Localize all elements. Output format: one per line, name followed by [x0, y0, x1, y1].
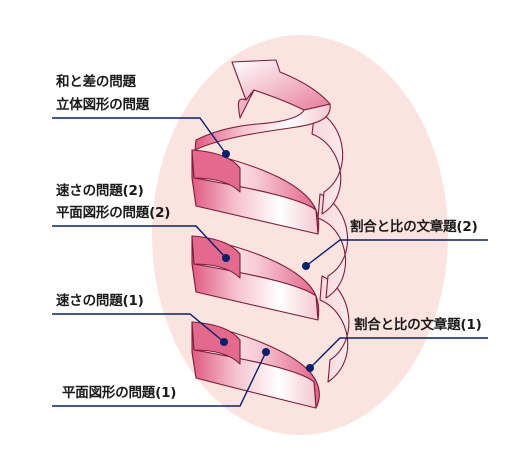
- label-rittai: 立体図形の問題: [56, 97, 150, 113]
- dot-heimen-1: [262, 348, 270, 356]
- dot-wariai-2: [302, 262, 310, 270]
- dot-wariai-1: [306, 364, 314, 372]
- leader-heimen-1: [52, 351, 267, 407]
- leader-wariai-1: [309, 337, 488, 369]
- label-hayasa-1: 速さの問題(1): [56, 293, 144, 309]
- leader-wariai-2: [305, 239, 488, 267]
- ribbon-front-bottom-edge: [191, 321, 241, 365]
- label-wariai-2: 割合と比の文章題(2): [350, 219, 478, 235]
- dot-hayasa-1: [220, 338, 228, 346]
- ribbon-back-1: [319, 275, 350, 383]
- label-heimen-1: 平面図形の問題(1): [62, 385, 177, 401]
- ribbon-front-mid-edge: [191, 235, 241, 279]
- dot-heimen-2: [222, 254, 230, 262]
- ribbon-back-2: [317, 193, 349, 299]
- label-wa-to-sa: 和と差の問題: [56, 74, 136, 90]
- leader-heimen-2: [52, 225, 227, 259]
- label-heimen-2: 平面図形の問題(2): [56, 205, 171, 221]
- marker-dots: [220, 150, 314, 372]
- label-wariai-1: 割合と比の文章題(1): [354, 317, 482, 333]
- dot-rittai: [222, 150, 230, 158]
- leader-lines: [52, 117, 488, 407]
- label-hayasa-2: 速さの問題(2): [56, 183, 144, 199]
- ribbon-front-upper-edge: [191, 149, 241, 193]
- ribbon-arrow-tip: [237, 89, 255, 119]
- ribbon-arrow-head: [231, 59, 331, 111]
- leader-rittai: [52, 117, 227, 155]
- leader-hayasa-1: [52, 313, 225, 343]
